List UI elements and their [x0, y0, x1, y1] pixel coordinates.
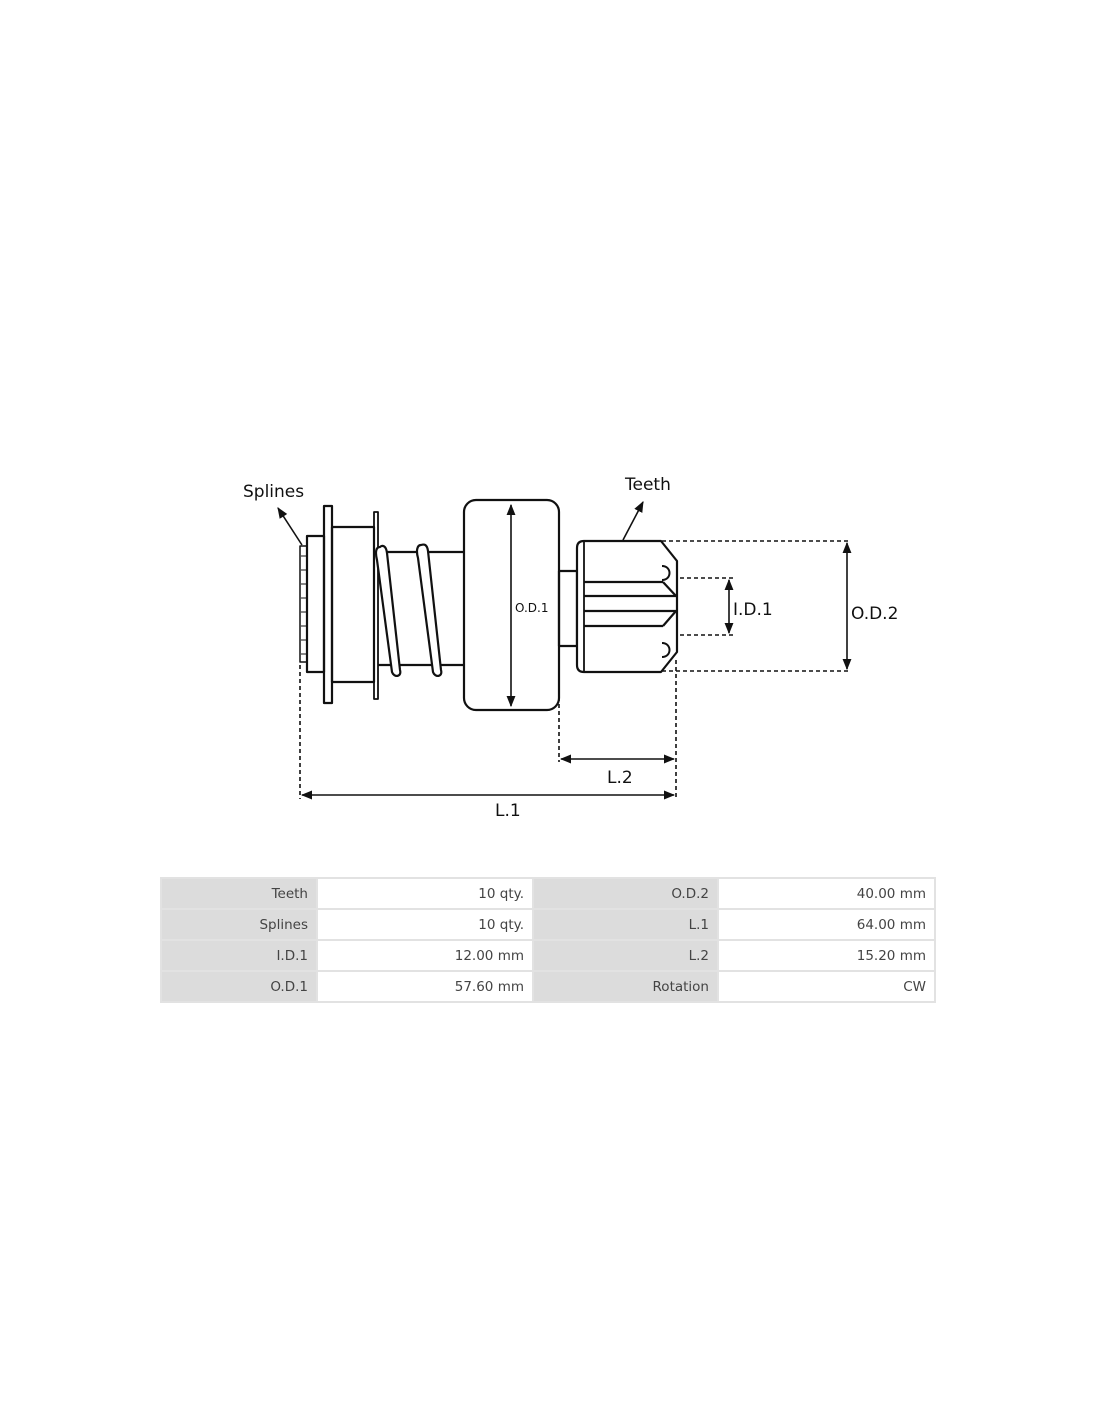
id1-dimension — [680, 577, 734, 636]
spec-label: L.1 — [534, 910, 717, 939]
od2-dimension — [662, 540, 852, 672]
l2-label: L.2 — [607, 768, 633, 788]
spec-label: Rotation — [534, 972, 717, 1001]
l1-label: L.1 — [495, 801, 521, 821]
table-row: Teeth 10 qty. O.D.2 40.00 mm — [162, 879, 934, 908]
neck — [557, 569, 579, 648]
spec-label: Teeth — [162, 879, 316, 908]
spec-label: Splines — [162, 910, 316, 939]
teeth-label: Teeth — [624, 475, 671, 495]
spec-value: 40.00 mm — [719, 879, 934, 908]
table-row: Splines 10 qty. L.1 64.00 mm — [162, 910, 934, 939]
spline-hub — [299, 534, 326, 674]
od2-label: O.D.2 — [851, 604, 898, 624]
teeth-leader — [622, 501, 644, 541]
spec-label: L.2 — [534, 941, 717, 970]
spring — [374, 543, 464, 677]
spec-label: I.D.1 — [162, 941, 316, 970]
spec-value: 10 qty. — [318, 910, 532, 939]
spec-value: 12.00 mm — [318, 941, 532, 970]
spec-value: CW — [719, 972, 934, 1001]
spec-label: O.D.2 — [534, 879, 717, 908]
od1-label: O.D.1 — [515, 601, 548, 615]
spec-table: Teeth 10 qty. O.D.2 40.00 mm Splines 10 … — [160, 877, 936, 1003]
table-row: O.D.1 57.60 mm Rotation CW — [162, 972, 934, 1001]
collar — [322, 504, 379, 705]
spec-value: 57.60 mm — [318, 972, 532, 1001]
spec-label: O.D.1 — [162, 972, 316, 1001]
spec-value: 64.00 mm — [719, 910, 934, 939]
table-row: I.D.1 12.00 mm L.2 15.20 mm — [162, 941, 934, 970]
spec-value: 15.20 mm — [719, 941, 934, 970]
id1-label: I.D.1 — [733, 600, 773, 620]
pinion-gear — [575, 539, 679, 674]
splines-leader — [277, 507, 303, 546]
splines-label: Splines — [243, 482, 304, 502]
spec-value: 10 qty. — [318, 879, 532, 908]
